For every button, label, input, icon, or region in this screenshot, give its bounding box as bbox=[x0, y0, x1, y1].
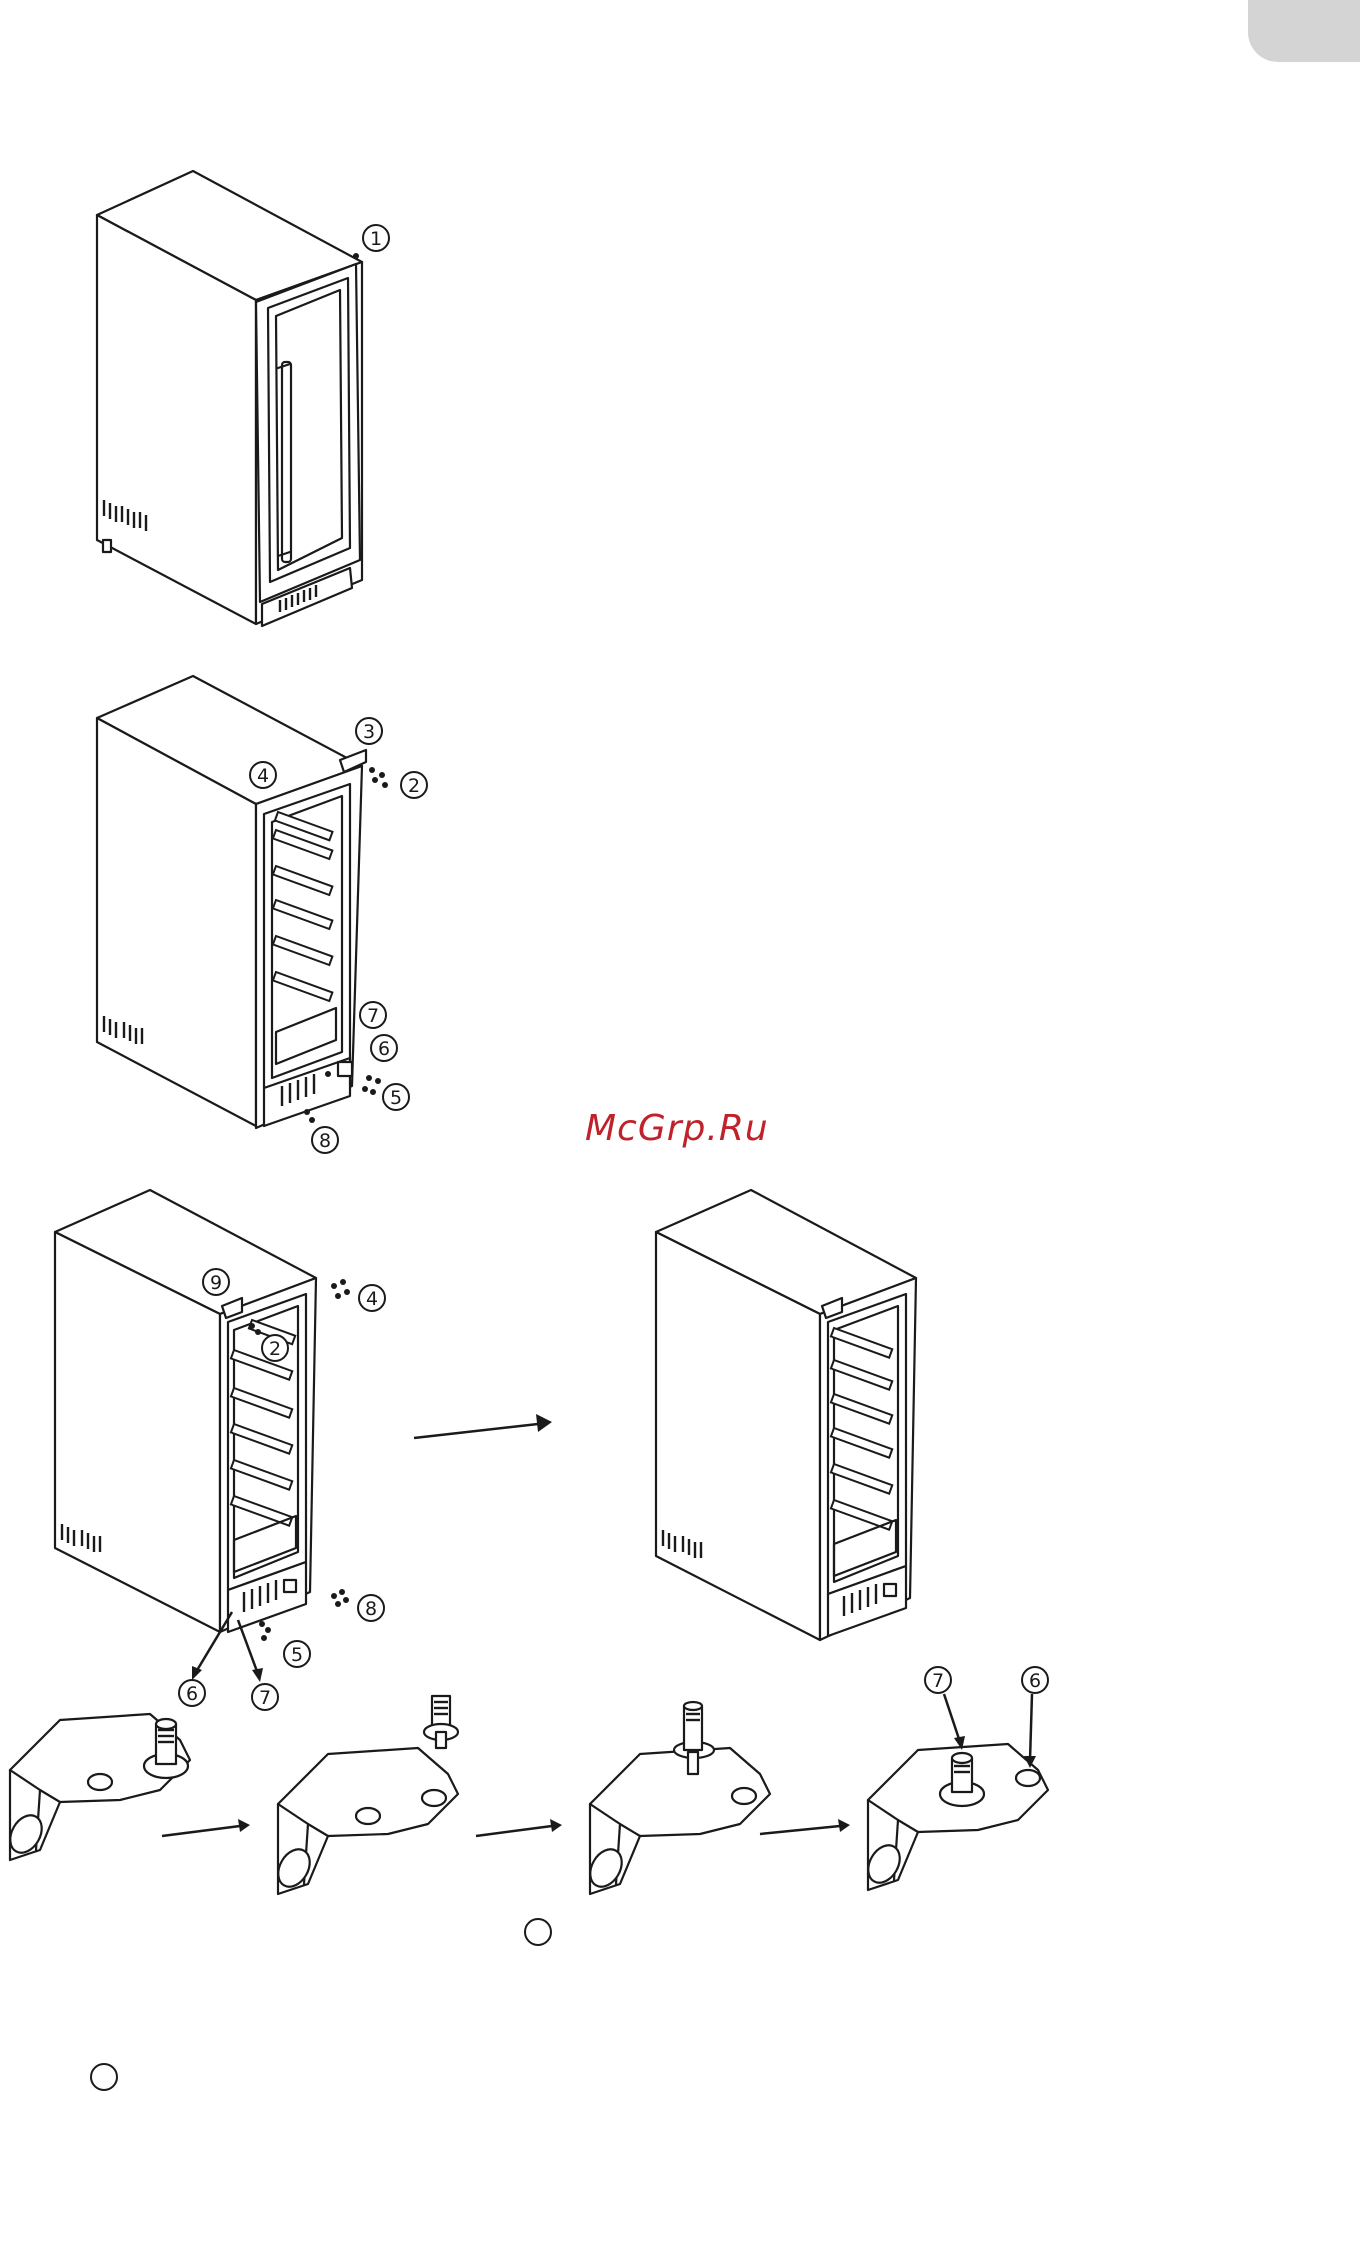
callout-empty-b bbox=[91, 2064, 117, 2090]
callout-number: 7 bbox=[932, 1670, 944, 1692]
callout-number: 6 bbox=[378, 1038, 390, 1060]
callout-fig3-2: 2 bbox=[262, 1335, 288, 1361]
fridge-hinge-swap-illustration bbox=[55, 1190, 350, 1682]
hinge-arrow-2 bbox=[476, 1819, 562, 1836]
callout-ring bbox=[91, 2064, 117, 2090]
callout-number: 2 bbox=[408, 775, 420, 797]
callout-fig3-7: 7 bbox=[252, 1684, 278, 1710]
callout-fig2-5: 5 bbox=[383, 1084, 409, 1110]
hinge-arrow-3 bbox=[760, 1819, 850, 1834]
step-arrow-large bbox=[414, 1414, 552, 1438]
callout-fig3-9: 9 bbox=[203, 1269, 229, 1295]
callout-number: 9 bbox=[210, 1272, 222, 1294]
callout-number: 7 bbox=[259, 1687, 271, 1709]
callout-number: 4 bbox=[257, 765, 269, 787]
callout-number: 3 bbox=[363, 721, 375, 743]
fridge-door-removed-illustration bbox=[97, 676, 388, 1128]
callout-ring bbox=[525, 1919, 551, 1945]
callout-fig2-7: 7 bbox=[360, 1002, 386, 1028]
callout-number: 1 bbox=[370, 228, 382, 250]
callout-number: 5 bbox=[390, 1087, 402, 1109]
callout-number: 2 bbox=[269, 1338, 281, 1360]
callout-number: 5 bbox=[291, 1644, 303, 1666]
callout-number: 4 bbox=[366, 1288, 378, 1310]
callout-number: 7 bbox=[367, 1005, 379, 1027]
callout-fig2-3: 3 bbox=[356, 718, 382, 744]
callout-number: 8 bbox=[319, 1130, 331, 1152]
fridge-closed-illustration bbox=[97, 171, 362, 626]
callout-fig3-4: 4 bbox=[359, 1285, 385, 1311]
callout-number: 8 bbox=[365, 1598, 377, 1620]
callout-fig3-8: 8 bbox=[358, 1595, 384, 1621]
callout-fig2-6: 6 bbox=[371, 1035, 397, 1061]
callout-fig3-5: 5 bbox=[284, 1641, 310, 1667]
callout-fig1-1: 1 bbox=[363, 225, 389, 251]
hinge-arrow-1 bbox=[162, 1819, 250, 1836]
hinge-step-4 bbox=[862, 1694, 1048, 1890]
fridge-reassembled-illustration bbox=[656, 1190, 916, 1640]
hinge-step-2 bbox=[272, 1696, 458, 1894]
hinge-step-3 bbox=[584, 1702, 770, 1894]
callout-number: 6 bbox=[1029, 1670, 1041, 1692]
callout-hinge-7: 7 bbox=[925, 1667, 951, 1693]
callout-hinge-6: 6 bbox=[1022, 1667, 1048, 1693]
callout-empty-a bbox=[525, 1919, 551, 1945]
hinge-step-1 bbox=[4, 1714, 190, 1860]
callout-number: 6 bbox=[186, 1683, 198, 1705]
callout-fig2-8: 8 bbox=[312, 1127, 338, 1153]
callout-fig2-4: 4 bbox=[250, 762, 276, 788]
callout-fig2-2: 2 bbox=[401, 772, 427, 798]
callout-fig3-6: 6 bbox=[179, 1680, 205, 1706]
